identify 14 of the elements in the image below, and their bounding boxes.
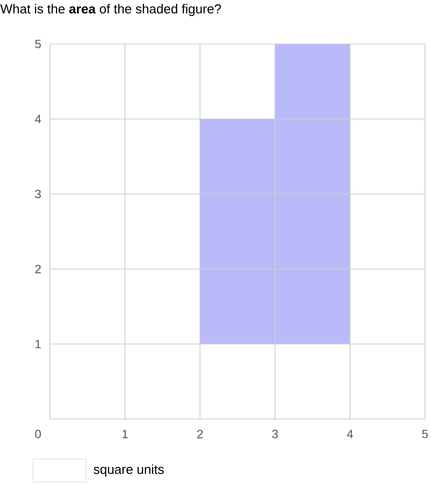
tick-label: 1 xyxy=(122,430,128,438)
answer-box xyxy=(32,458,86,482)
tick-label: 5 xyxy=(35,40,41,48)
tick-label: 3 xyxy=(272,430,278,438)
tick-label: 5 xyxy=(422,430,428,438)
tick-label: 0 xyxy=(35,430,41,438)
tick-label: 3 xyxy=(35,190,41,198)
tick-label: 1 xyxy=(36,340,41,348)
tick-label: 2 xyxy=(197,430,203,438)
tick-label: 2 xyxy=(35,264,41,274)
question-text: What is the area of the shaded figure? xyxy=(0,4,221,16)
tick-label: 4 xyxy=(34,114,41,124)
tick-label: 4 xyxy=(346,430,353,438)
unit-label: square units xyxy=(94,464,164,477)
